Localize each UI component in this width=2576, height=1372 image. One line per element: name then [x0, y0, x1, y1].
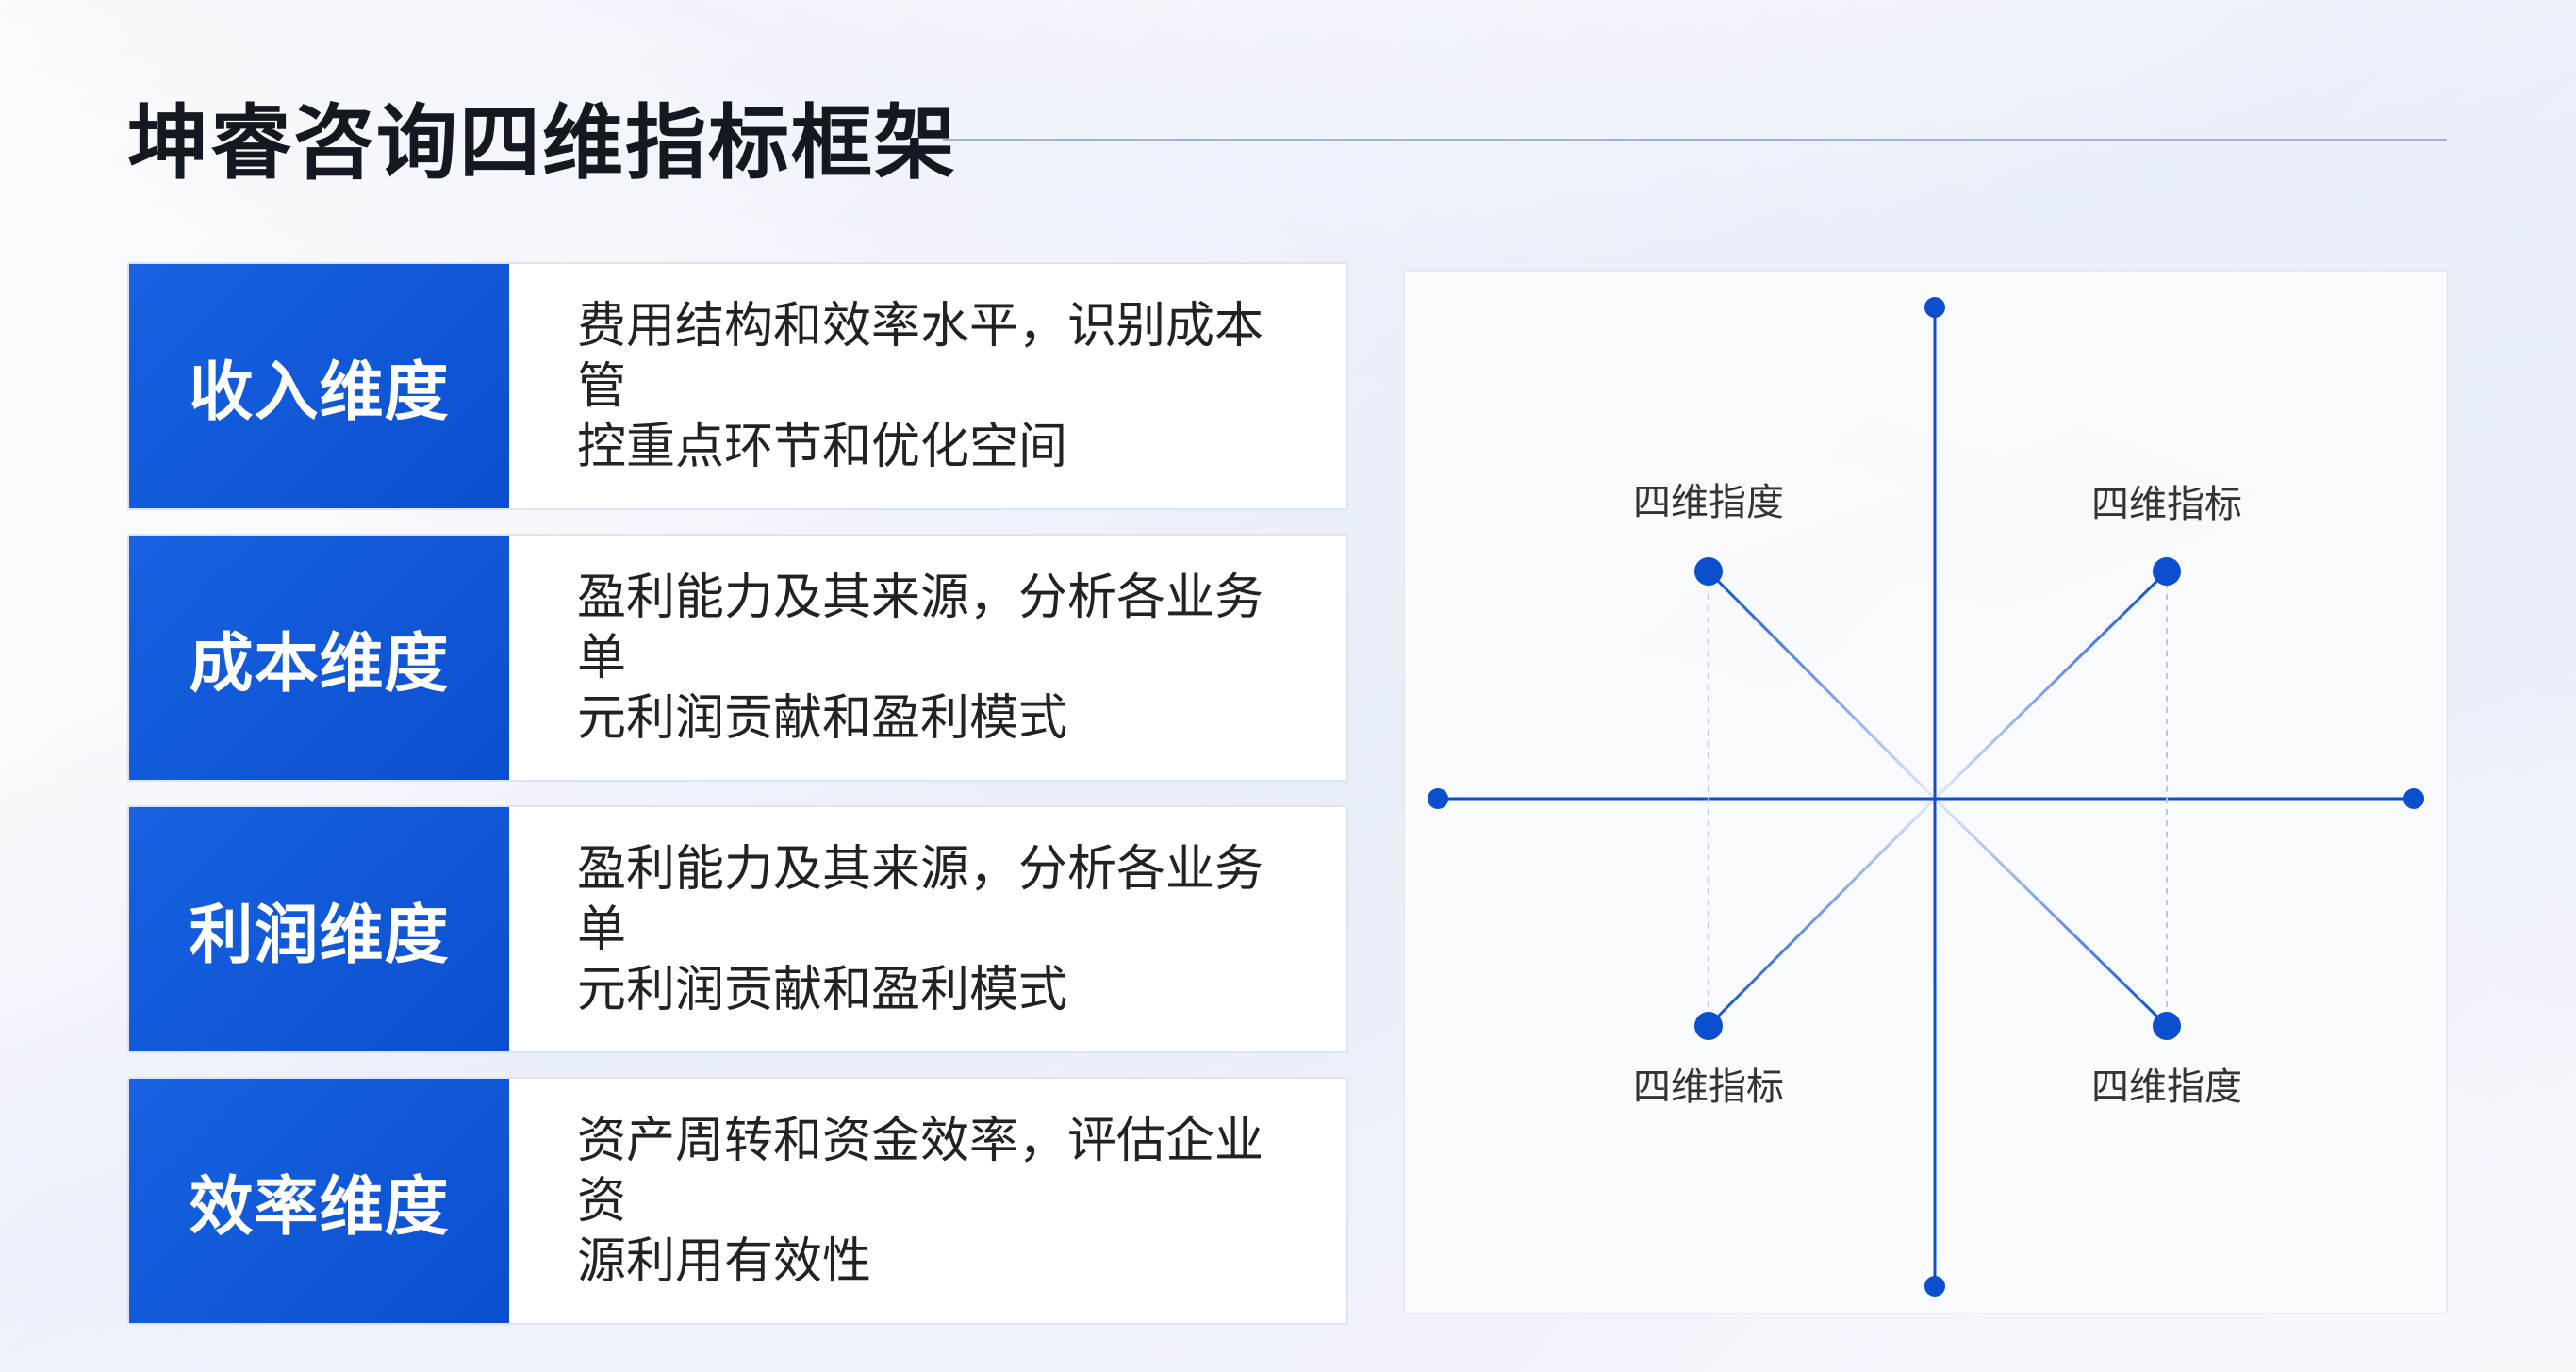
dimension-label: 成本维度	[129, 536, 509, 780]
dimension-description-line: 盈利能力及其来源，分析各业务单	[577, 840, 1264, 958]
quadrant-label-bottom-left: 四维指标	[1633, 1066, 1784, 1109]
dimension-description-line: 元利润贡献和盈利模式	[577, 689, 1068, 747]
dimension-row-profit: 利润维度 盈利能力及其来源，分析各业务单 元利润贡献和盈利模式	[127, 805, 1348, 1053]
dimension-label: 利润维度	[129, 807, 509, 1051]
dimension-row-efficiency: 效率维度 资产周转和资金效率，评估企业资 源利用有效性	[127, 1077, 1348, 1325]
title-divider	[943, 139, 2447, 141]
dimension-description-line: 控重点环节和优化空间	[577, 418, 1068, 475]
dimension-description-line: 元利润贡献和盈利模式	[577, 961, 1068, 1018]
dimension-description-line: 源利用有效性	[577, 1232, 872, 1290]
dimension-description-line: 费用结构和效率水平，识别成本管	[577, 297, 1264, 415]
quadrant-label-top-left: 四维指度	[1633, 481, 1784, 524]
axis-node-bottom	[1924, 1276, 1945, 1297]
quadrant-node-top-left	[1694, 557, 1723, 586]
dimension-label: 效率维度	[129, 1079, 509, 1323]
quadrant-node-bottom-left	[1694, 1012, 1723, 1040]
axis-node-left	[1428, 788, 1448, 809]
quadrant-node-top-right	[2153, 557, 2181, 586]
dimension-description: 盈利能力及其来源，分析各业务单 元利润贡献和盈利模式	[509, 536, 1346, 780]
four-dimension-diagram: 四维指度 四维指标 四维指标 四维指度	[1403, 270, 2448, 1314]
page-title: 坤睿咨询四维指标框架	[127, 96, 957, 190]
dimension-row-revenue: 收入维度 费用结构和效率水平，识别成本管 控重点环节和优化空间	[127, 262, 1348, 510]
dimension-description-line: 盈利能力及其来源，分析各业务单	[577, 569, 1264, 686]
diagonal-bottom-left	[1707, 797, 1937, 1028]
quadrant-label-top-right: 四维指标	[2091, 483, 2242, 526]
diagonal-top-left	[1707, 570, 1937, 801]
dimension-description: 费用结构和效率水平，识别成本管 控重点环节和优化空间	[509, 264, 1346, 508]
dimension-description-line: 资产周转和资金效率，评估企业资	[577, 1112, 1264, 1230]
axis-node-right	[2403, 788, 2424, 809]
dimension-row-cost: 成本维度 盈利能力及其来源，分析各业务单 元利润贡献和盈利模式	[127, 534, 1348, 782]
diagonal-top-right	[1933, 570, 2169, 801]
quadrant-node-bottom-right	[2153, 1012, 2181, 1040]
dimension-description: 资产周转和资金效率，评估企业资 源利用有效性	[509, 1079, 1346, 1323]
dimension-description: 盈利能力及其来源，分析各业务单 元利润贡献和盈利模式	[509, 807, 1346, 1051]
diagram-graphic	[1428, 297, 2424, 1297]
diagonal-bottom-right	[1933, 797, 2169, 1028]
dimension-label: 收入维度	[129, 264, 509, 508]
dimension-list: 收入维度 费用结构和效率水平，识别成本管 控重点环节和优化空间 成本维度 盈利能…	[127, 262, 1348, 1348]
quadrant-label-bottom-right: 四维指度	[2091, 1066, 2242, 1109]
axis-node-top	[1924, 297, 1945, 318]
